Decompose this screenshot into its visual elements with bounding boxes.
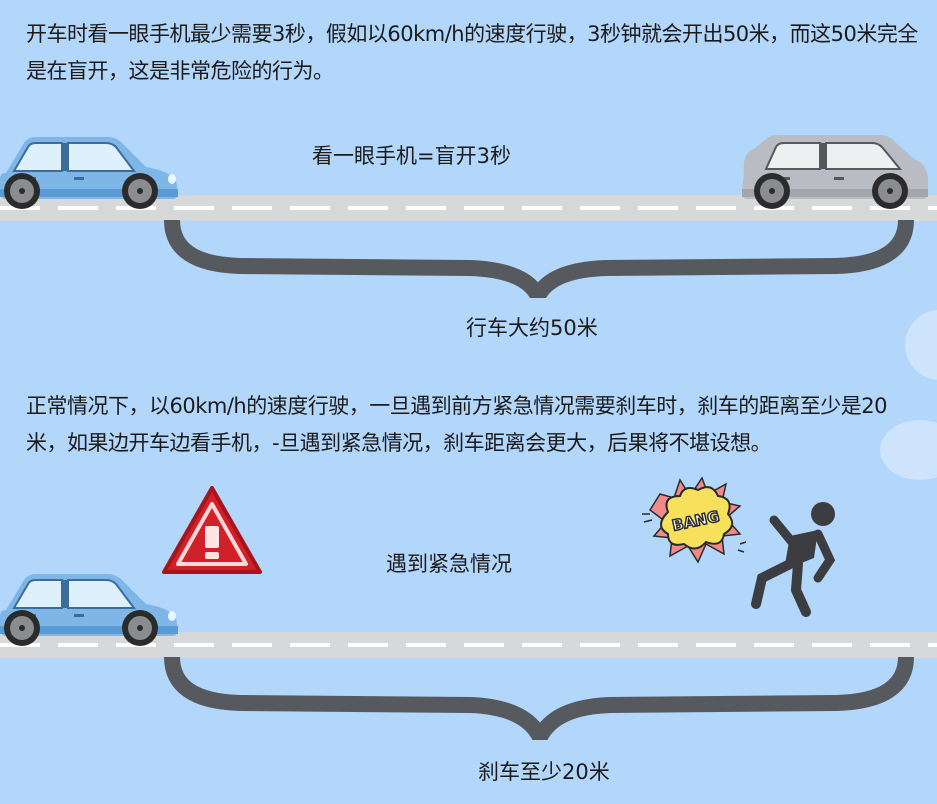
car-icon <box>0 574 178 646</box>
braking-distance-brace <box>164 656 914 740</box>
decorative-bubble <box>880 420 937 480</box>
braking-paragraph: 正常情况下，以60km/h的速度行驶，一旦遇到前方紧急情况需要刹车时，刹车的距离… <box>26 394 887 455</box>
falling-person-icon <box>751 502 836 617</box>
intro-paragraph: 开车时看一眼手机最少需要3秒，假如以60km/h的速度行驶，3秒钟就会开出50米… <box>26 22 918 83</box>
distance-label: 行车大约50米 <box>466 316 598 340</box>
bang-burst-icon: BANG <box>642 476 747 564</box>
warning-triangle-icon <box>162 486 262 574</box>
distance-brace <box>164 219 914 298</box>
decorative-bubble <box>905 310 937 380</box>
emergency-label: 遇到紧急情况 <box>386 552 512 576</box>
car-icon <box>742 135 928 209</box>
car-icon <box>0 137 178 209</box>
blind-driving-label: 看一眼手机=盲开3秒 <box>312 144 511 168</box>
braking-distance-label: 刹车至少20米 <box>478 760 610 784</box>
road <box>0 632 937 658</box>
